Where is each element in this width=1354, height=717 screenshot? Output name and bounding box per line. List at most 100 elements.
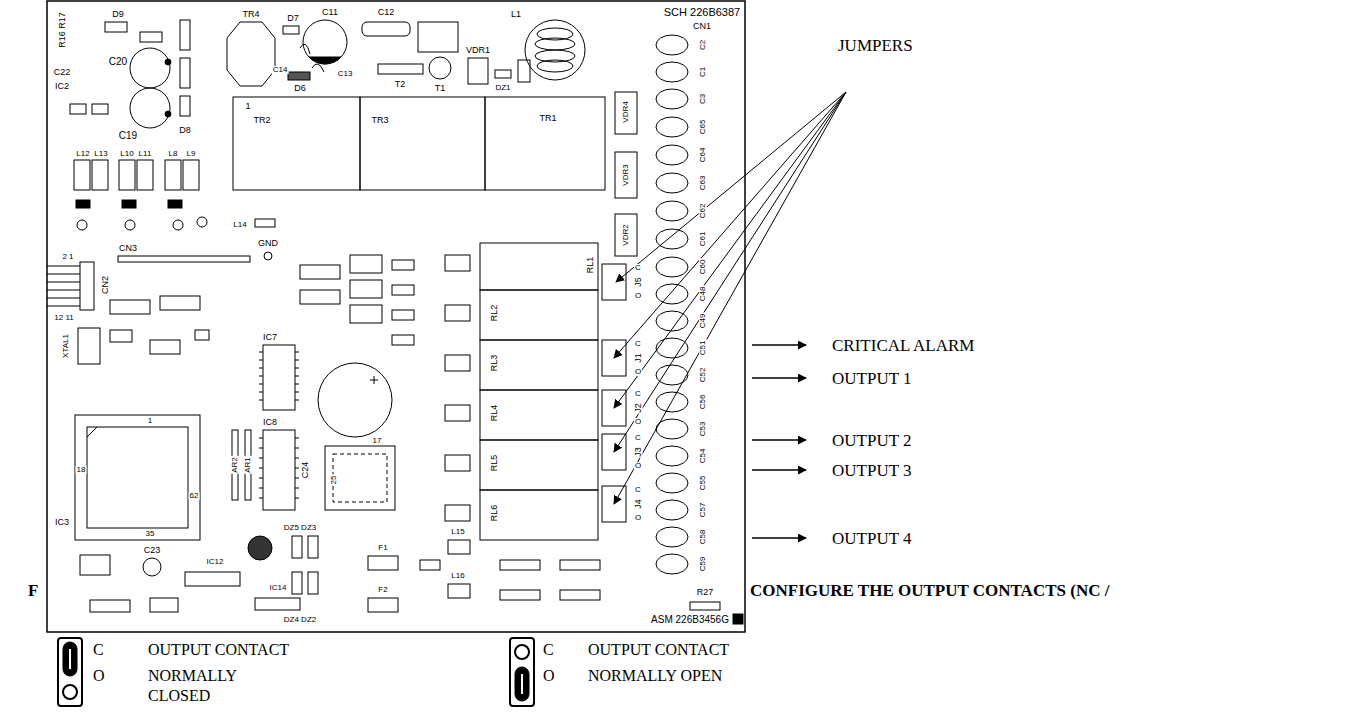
jumper-label: J5 <box>634 276 643 288</box>
capacitor-symbol <box>656 527 688 547</box>
capacitor-symbol <box>110 330 132 342</box>
component-label: L1 <box>510 10 522 19</box>
ic-pins <box>259 352 299 400</box>
component-label: D6 <box>293 84 307 93</box>
assembly-mark <box>733 614 743 624</box>
component-label: C56 <box>699 394 707 411</box>
capacitor-symbol <box>656 173 688 193</box>
assembly-number: ASM 226B3456G <box>650 615 730 625</box>
relay-label: RL3 <box>490 354 499 373</box>
pin-number: 12 11 <box>53 314 74 322</box>
jumper-pin <box>63 685 77 699</box>
callout-label: JUMPERS <box>838 37 913 54</box>
component-label: VDR1 <box>465 46 491 55</box>
connector-body <box>80 262 94 310</box>
output-label: OUTPUT 2 <box>832 432 912 449</box>
pin-number: 35 <box>145 530 156 538</box>
resistor-array <box>160 296 200 310</box>
ic-outline <box>350 305 382 323</box>
component-label: D8 <box>178 126 192 135</box>
capacitor-symbol <box>656 419 688 439</box>
component-label: T2 <box>394 80 407 89</box>
pin-number: 17 <box>372 437 383 445</box>
capacitor-symbol <box>656 229 688 249</box>
resistor-symbol <box>690 602 720 610</box>
component-label: C13 <box>337 70 354 78</box>
component-label: C51 <box>699 340 707 357</box>
component-label: C49 <box>699 313 707 330</box>
inductor-coil <box>537 60 573 72</box>
ic-outline <box>418 22 458 52</box>
inductor-symbol <box>119 160 135 190</box>
output-arrow <box>752 344 806 346</box>
component-label: GND <box>257 239 279 248</box>
component-label: TR1 <box>538 114 557 123</box>
capacitor-symbol <box>656 500 688 520</box>
leader-line <box>614 92 846 408</box>
ic-corner-mark <box>87 427 97 437</box>
resistor-symbol <box>392 310 414 320</box>
relay-label: RL6 <box>490 504 499 523</box>
component-label: C59 <box>699 556 707 573</box>
relay-label: RL4 <box>490 404 499 423</box>
output-label: CRITICAL ALARM <box>832 337 974 354</box>
ic-outline <box>350 255 382 273</box>
resistor-array <box>500 560 540 570</box>
resistor-array <box>300 265 340 279</box>
capacitor-marker <box>165 111 171 117</box>
pin-number: 62 <box>189 492 200 500</box>
zener-diode <box>308 572 318 594</box>
component-label: R27 <box>696 588 715 597</box>
transformer-block <box>233 97 360 190</box>
varistor-symbol <box>615 214 637 256</box>
component-label: XTAL1 <box>62 333 70 359</box>
test-point <box>173 220 183 230</box>
component-label: AR1 <box>244 456 252 474</box>
component-label: C61 <box>699 231 707 248</box>
optocoupler <box>445 305 470 321</box>
component-label: C57 <box>699 502 707 519</box>
zener-diode <box>308 536 318 558</box>
capacitor-symbol <box>656 145 688 165</box>
optocoupler <box>445 355 470 371</box>
contact-letter: C <box>634 434 642 442</box>
component-label: C63 <box>699 175 707 192</box>
component-label: C22 <box>53 68 72 77</box>
ic-package <box>75 415 200 540</box>
capacitor-symbol <box>656 554 688 574</box>
figure-caption: CONFIGURE THE OUTPUT CONTACTS (NC / <box>750 582 1109 599</box>
optocoupler <box>445 405 470 421</box>
component-label: DZ4 DZ2 <box>283 616 317 624</box>
resistor-array <box>245 430 251 500</box>
component-label: L12 <box>75 150 90 158</box>
inductor-symbol <box>137 160 153 190</box>
component-label: L11 <box>138 150 153 158</box>
jumper-label: J2 <box>634 402 643 414</box>
component-label: DZ5 DZ3 <box>283 524 317 532</box>
component-label: C1 <box>699 66 707 78</box>
component-label: AR2 <box>231 456 239 474</box>
component-label: C23 <box>143 546 162 555</box>
component-label: L15 <box>450 528 465 536</box>
relay-label: RL5 <box>490 454 499 473</box>
test-point <box>125 220 135 230</box>
jumper-icon-frame <box>510 638 534 706</box>
component-label: IC12 <box>206 558 225 566</box>
buzzer-symbol <box>248 536 272 560</box>
inductor-coil <box>535 38 575 50</box>
ic-dip-outline <box>263 430 295 510</box>
ic-outline <box>150 598 178 612</box>
ic-dip-outline <box>263 345 295 410</box>
optocoupler <box>420 560 440 570</box>
jumper-icons <box>58 638 534 706</box>
inductor-symbol <box>70 104 86 114</box>
ground-point <box>264 252 272 260</box>
component-label: T1 <box>434 84 447 93</box>
jumper-cap <box>515 667 529 701</box>
component-label: D9 <box>111 10 125 19</box>
diode-symbol <box>288 72 310 80</box>
connector-pins <box>47 266 80 306</box>
output-label: OUTPUT 3 <box>832 462 912 479</box>
component-label: DZ1 <box>494 84 511 92</box>
